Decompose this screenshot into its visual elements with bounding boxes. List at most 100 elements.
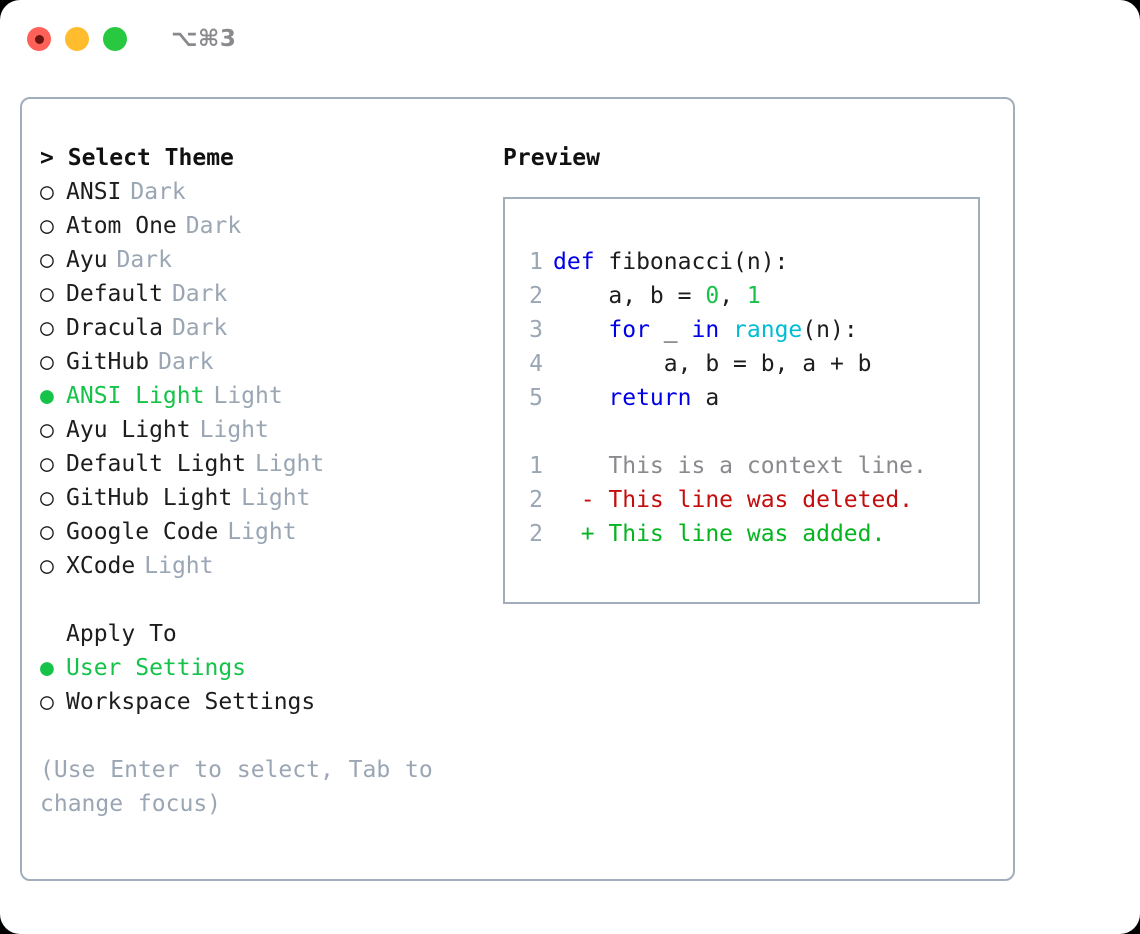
apply-to-option-list: ●User Settings ○ Workspace Settings xyxy=(40,651,490,719)
minimize-button[interactable] xyxy=(65,27,89,51)
theme-option-label: Ayu xyxy=(66,247,108,273)
theme-option-variant-badge: Light xyxy=(255,451,325,477)
line-number: 5 xyxy=(529,385,543,411)
maximize-button[interactable] xyxy=(103,27,127,51)
code-token-kw: for xyxy=(608,317,650,343)
theme-option-google-code[interactable]: ○ Google Code Light xyxy=(40,515,490,549)
theme-picker-header: > Select Theme xyxy=(40,141,490,175)
code-token-pl xyxy=(553,385,608,411)
code-token-kw: in xyxy=(691,317,720,343)
theme-option-label: GitHub xyxy=(66,349,150,375)
theme-option-variant-badge: Light xyxy=(213,383,283,409)
apply-to-option-user-settings[interactable]: ●User Settings xyxy=(40,651,490,685)
radio-unselected-icon: ○ xyxy=(40,315,54,341)
theme-option-variant-badge: Light xyxy=(144,553,214,579)
code-line: 3 for _ in range(n): xyxy=(521,313,978,347)
diff-text: - This line was deleted. xyxy=(553,483,913,517)
radio-unselected-icon: ○ xyxy=(40,689,54,715)
code-token-pl: _ xyxy=(649,317,692,343)
diff-marker xyxy=(553,453,608,479)
code-token-bi: range xyxy=(733,317,803,343)
code-token-pl xyxy=(719,317,733,343)
code-token-pl: , xyxy=(719,283,747,309)
theme-option-label: Default Light xyxy=(66,451,247,477)
theme-option-ansi-light[interactable]: ● ANSI Light Light xyxy=(40,379,490,413)
code-token-kw: def xyxy=(553,249,609,275)
apply-to-option-label: Workspace Settings xyxy=(66,689,316,715)
code-line: 1 def fibonacci(n): xyxy=(521,245,978,279)
diff-text: This is a context line. xyxy=(553,449,927,483)
radio-unselected-icon: ○ xyxy=(40,349,54,375)
theme-option-label: Dracula xyxy=(66,315,163,341)
line-number: 3 xyxy=(529,317,543,343)
keyboard-hint: (Use Enter to select, Tab to change focu… xyxy=(40,757,433,817)
diff-marker: - xyxy=(553,487,609,513)
theme-option-variant-badge: Dark xyxy=(185,213,242,239)
close-button[interactable] xyxy=(27,27,51,51)
diff-sample: 1 This is a context line.2 - This line w… xyxy=(521,449,978,551)
theme-option-variant-badge: Light xyxy=(227,519,297,545)
radio-unselected-icon: ○ xyxy=(40,281,54,307)
line-number: 2 xyxy=(529,487,543,513)
line-number: 2 xyxy=(529,283,543,309)
radio-unselected-icon: ○ xyxy=(40,417,54,443)
radio-selected-icon: ● xyxy=(40,383,54,409)
theme-option-github-light[interactable]: ○ GitHub Light Light xyxy=(40,481,490,515)
code-text: return a xyxy=(553,381,719,415)
caret-icon: > xyxy=(40,145,54,171)
preview-title: Preview xyxy=(503,145,600,171)
diff-text: + This line was added. xyxy=(553,517,886,551)
theme-option-ayu[interactable]: ○ Ayu Dark xyxy=(40,243,490,277)
apply-to-option-label: User Settings xyxy=(66,655,247,681)
radio-unselected-icon: ○ xyxy=(40,553,54,579)
line-number: 1 xyxy=(529,249,543,275)
radio-unselected-icon: ○ xyxy=(40,247,54,273)
theme-option-label: GitHub Light xyxy=(66,485,233,511)
code-token-fn: fibonacci(n): xyxy=(608,249,789,275)
code-diff-gap xyxy=(521,415,978,449)
apply-to-option-workspace-settings[interactable]: ○ Workspace Settings xyxy=(40,685,490,719)
diff-marker: + xyxy=(553,521,609,547)
line-number: 2 xyxy=(529,521,543,547)
radio-unselected-icon: ○ xyxy=(40,451,54,477)
code-token-pl xyxy=(553,317,608,343)
theme-option-label: Google Code xyxy=(66,519,219,545)
theme-option-variant-badge: Dark xyxy=(130,179,186,205)
line-number: 1 xyxy=(529,453,543,479)
code-token-pl: a, b = xyxy=(553,283,706,309)
diff-line-del: 2 - This line was deleted. xyxy=(521,483,978,517)
theme-option-default-light[interactable]: ○ Default Light Light xyxy=(40,447,490,481)
window-controls xyxy=(27,27,127,51)
window-title-shortcut: ⌥⌘3 xyxy=(171,26,237,52)
theme-option-label: ANSI xyxy=(66,179,122,205)
diff-content: This line was added. xyxy=(608,521,886,547)
code-token-num: 1 xyxy=(746,283,761,309)
theme-option-label: Ayu Light xyxy=(66,417,191,443)
code-token-num: 0 xyxy=(705,283,720,309)
radio-unselected-icon: ○ xyxy=(40,485,54,511)
code-token-pl: a xyxy=(691,385,720,411)
theme-option-variant-badge: Dark xyxy=(116,247,172,273)
theme-option-label: ANSI Light xyxy=(66,383,205,409)
code-token-kw: return xyxy=(608,385,692,411)
diff-line-ctx: 1 This is a context line. xyxy=(521,449,978,483)
page-title: Select Theme xyxy=(67,145,234,171)
code-line: 2 a, b = 0, 1 xyxy=(521,279,978,313)
theme-option-variant-badge: Light xyxy=(241,485,311,511)
code-line: 4 a, b = b, a + b xyxy=(521,347,978,381)
radio-unselected-icon: ○ xyxy=(40,213,54,239)
radio-unselected-icon: ○ xyxy=(40,519,54,545)
